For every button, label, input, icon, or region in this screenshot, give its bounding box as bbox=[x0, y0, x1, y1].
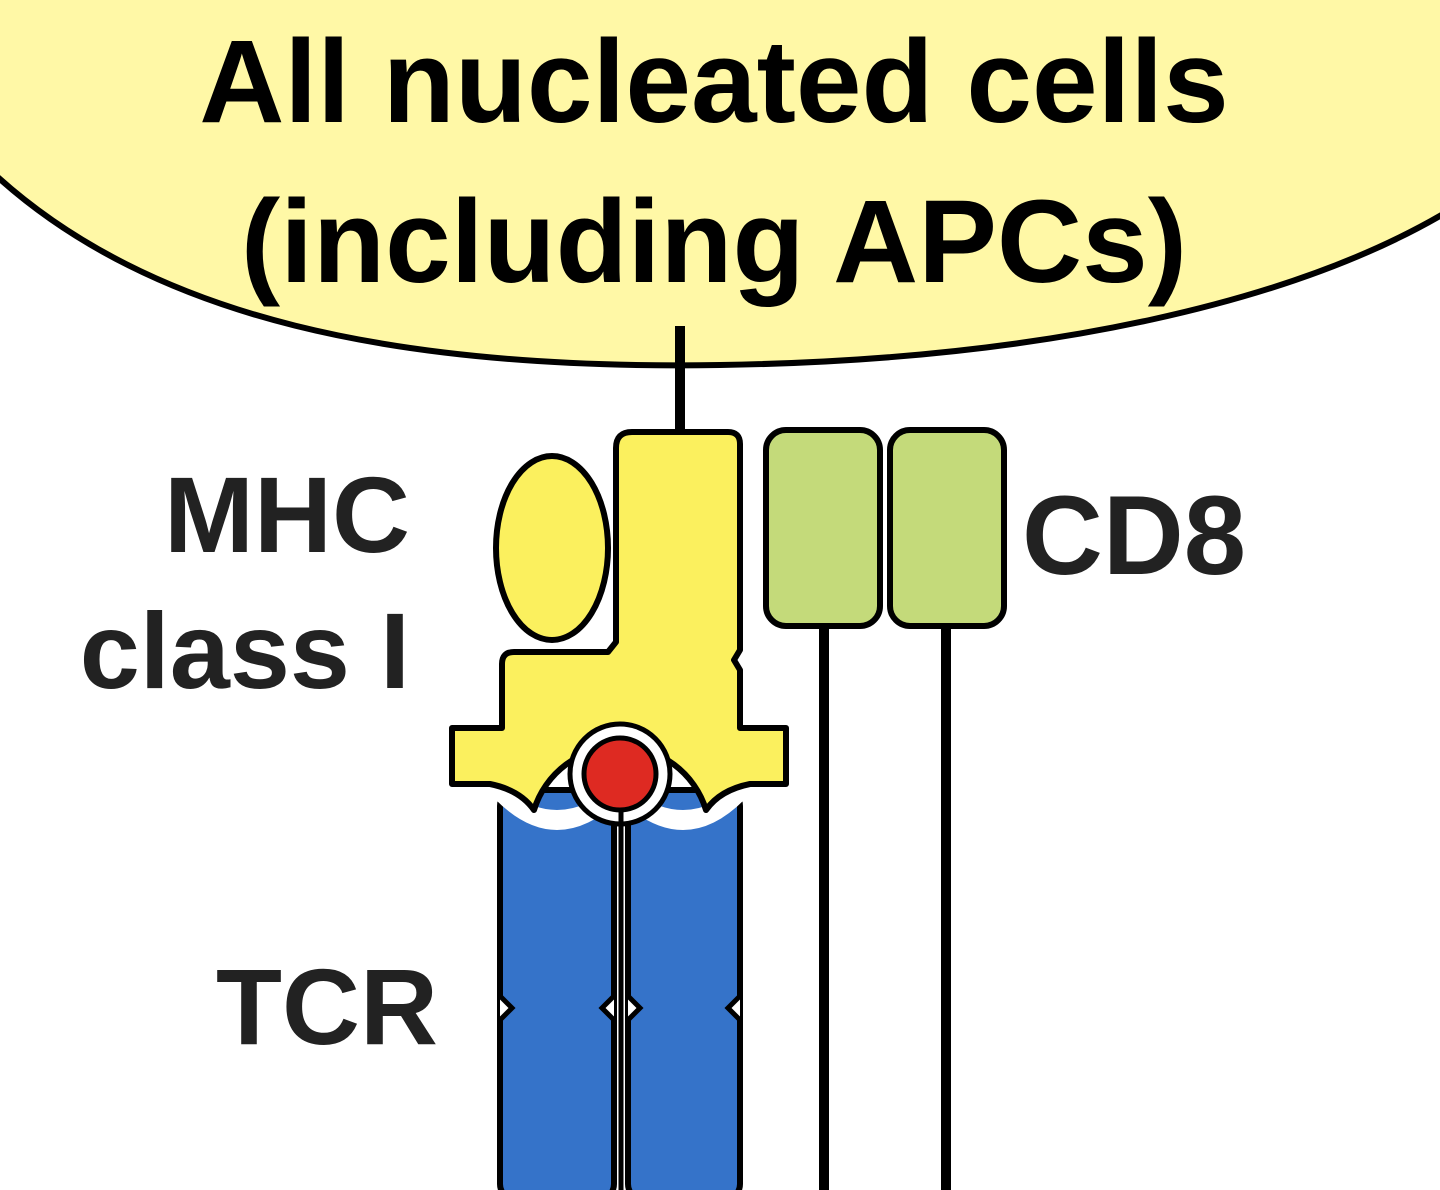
cd8-label: CD8 bbox=[1022, 473, 1246, 598]
tcr-label: TCR bbox=[216, 946, 438, 1067]
tcr bbox=[497, 787, 743, 1190]
tcr-beta-notch-left bbox=[626, 994, 644, 1022]
cell-title-line1: All nucleated cells bbox=[199, 16, 1229, 148]
mhc-tcr-interface bbox=[496, 780, 744, 830]
mhc-class-i bbox=[449, 429, 789, 1190]
tcr-alpha-notch-right bbox=[598, 994, 616, 1022]
tcr-alpha-notch-left bbox=[498, 994, 516, 1022]
mhc-label-line2: class I bbox=[80, 590, 410, 711]
tcr-beta-chain bbox=[625, 787, 743, 1190]
tcr-beta-notch-right bbox=[724, 994, 742, 1022]
cd8-alpha-domain bbox=[763, 427, 883, 629]
beta2-microglobulin bbox=[493, 453, 611, 643]
cd8 bbox=[763, 427, 1007, 1190]
cd8-beta-domain bbox=[887, 427, 1007, 629]
peptide bbox=[581, 735, 659, 813]
mhc-label-line1: MHC bbox=[164, 454, 410, 575]
nucleated-cell-body bbox=[0, 0, 1440, 369]
cell-title-line2: (including APCs) bbox=[241, 176, 1187, 308]
tcr-alpha-chain bbox=[497, 787, 617, 1190]
